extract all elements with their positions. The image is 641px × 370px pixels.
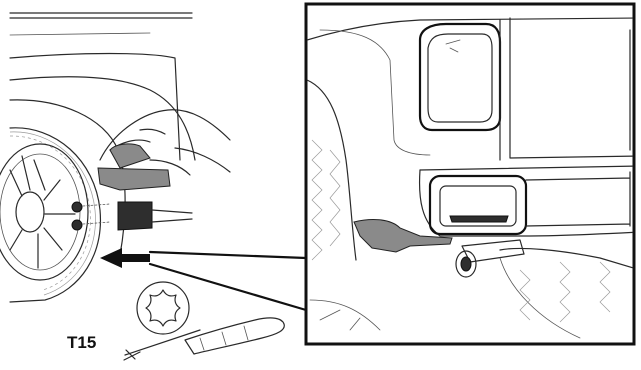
zoom-leader-lines [150, 252, 306, 310]
torx-callout: T15 [67, 282, 189, 352]
tool-label: T15 [67, 333, 96, 352]
torx-bit-icon [146, 290, 180, 326]
screwdriver-icon [124, 318, 284, 360]
wheel-side-view [0, 13, 230, 302]
mud-flap-bracket [98, 144, 192, 230]
direction-arrow [100, 248, 150, 268]
zoom-panel [306, 4, 640, 344]
mounting-screws [72, 202, 110, 230]
